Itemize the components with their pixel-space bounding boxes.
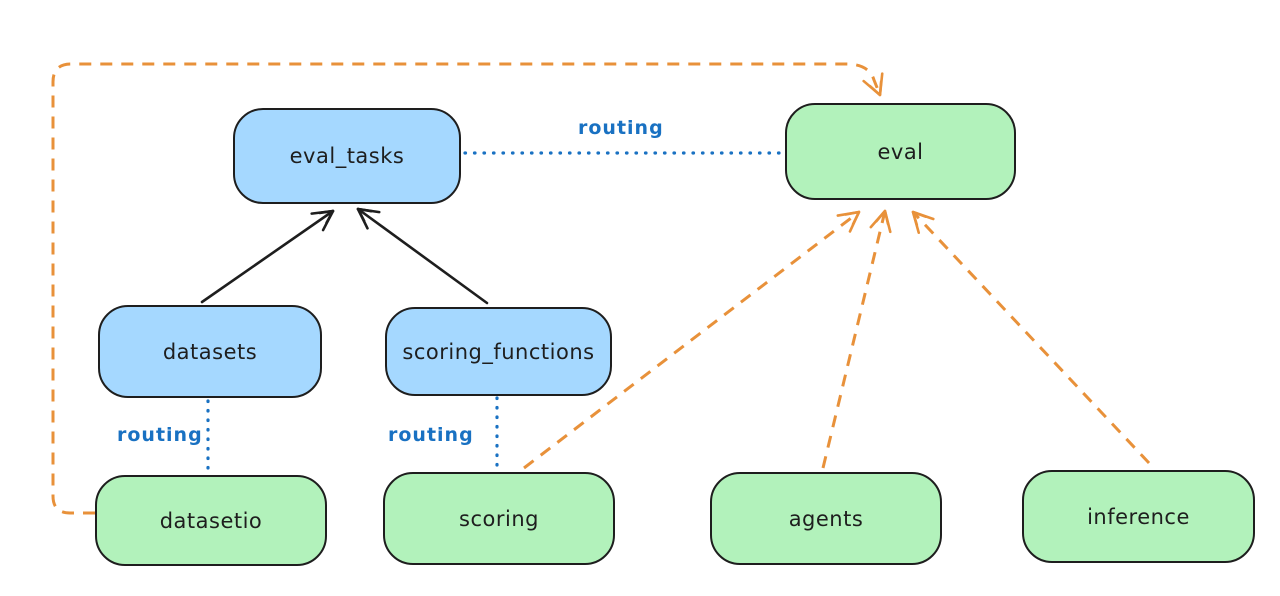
- edge-agents-eval: [821, 209, 892, 469]
- node-eval[interactable]: eval: [785, 103, 1016, 200]
- node-scoring-functions-label: scoring_functions: [402, 339, 595, 364]
- routing-label-left: routing: [117, 424, 203, 446]
- node-eval-tasks[interactable]: eval_tasks: [233, 108, 461, 204]
- edge-scoring_functions-eval_tasks: [356, 207, 489, 305]
- routing-label-middle: routing: [388, 424, 474, 446]
- node-datasets-label: datasets: [162, 339, 258, 364]
- node-agents[interactable]: agents: [710, 472, 942, 565]
- edge-datasets-eval_tasks: [200, 209, 335, 304]
- edge-scoring-eval: [523, 210, 861, 470]
- node-datasets[interactable]: datasets: [98, 305, 322, 398]
- node-scoring[interactable]: scoring: [383, 472, 615, 565]
- node-inference-label: inference: [1087, 504, 1190, 529]
- node-datasetio-label: datasetio: [159, 508, 263, 533]
- node-eval-label: eval: [877, 139, 924, 164]
- node-agents-label: agents: [788, 506, 864, 531]
- edge-inference-eval: [911, 210, 1151, 465]
- node-datasetio[interactable]: datasetio: [95, 475, 327, 566]
- node-scoring-label: scoring: [459, 506, 539, 531]
- routing-label-top: routing: [578, 117, 664, 139]
- node-scoring-functions[interactable]: scoring_functions: [385, 307, 612, 396]
- edge-datasetio-eval: [51, 62, 884, 515]
- node-eval-tasks-label: eval_tasks: [289, 144, 405, 168]
- node-inference[interactable]: inference: [1022, 470, 1255, 563]
